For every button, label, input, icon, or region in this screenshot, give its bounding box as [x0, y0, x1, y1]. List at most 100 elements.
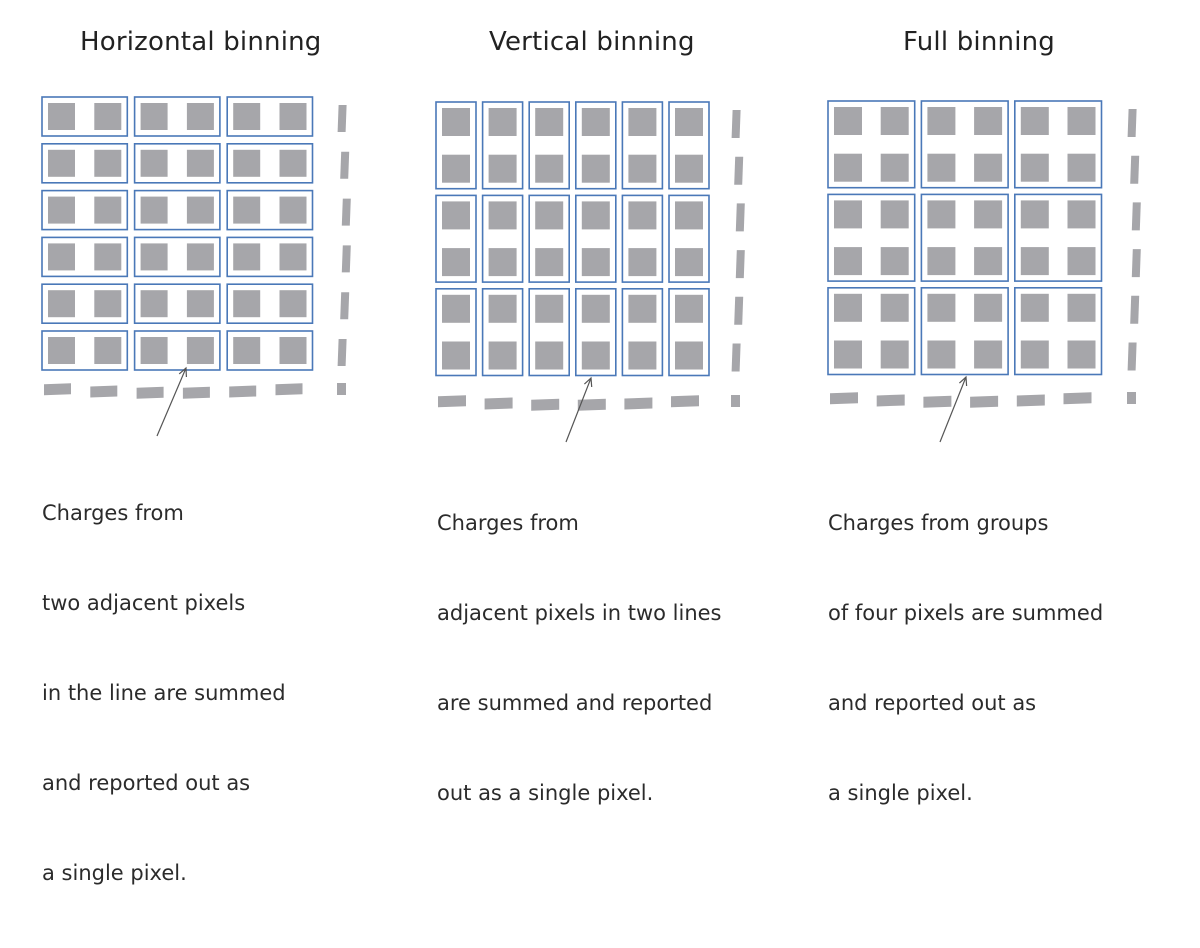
pixel [279, 149, 307, 177]
grid-edge-dash [182, 386, 210, 399]
grid-edge-dash [923, 395, 952, 408]
pixel [535, 294, 564, 323]
bin-outline [133, 330, 221, 371]
bin-outline [435, 101, 477, 190]
grid-edge-dash [90, 385, 118, 398]
pointer-line [939, 376, 967, 443]
pixel [186, 103, 214, 130]
pixel [581, 341, 610, 370]
grid-edge-dash [731, 395, 740, 407]
grid-edge-dash [1127, 109, 1137, 137]
pixel [581, 201, 610, 230]
grid-edge-dash [624, 397, 653, 410]
pixel [1020, 107, 1049, 135]
bin-outline [574, 101, 617, 190]
bin-outline [668, 101, 710, 190]
bin-outline [481, 101, 524, 190]
pixel [140, 149, 168, 177]
bin-outline [133, 189, 221, 231]
pixel [279, 243, 307, 271]
pixel [488, 248, 517, 277]
caption-line: out as a single pixel. [437, 781, 654, 805]
pixel [927, 200, 956, 229]
caption-line: adjacent pixels in two lines [437, 601, 722, 625]
pixel [48, 337, 75, 364]
pixel [94, 290, 122, 318]
grid-edge-dash [1016, 394, 1045, 407]
pixel [581, 248, 610, 277]
bin-outline [1013, 100, 1103, 189]
pixel [974, 293, 1003, 322]
pixel [233, 290, 261, 318]
bin-outline [41, 236, 129, 278]
pixel [628, 248, 657, 277]
pixel [488, 108, 517, 136]
pixel [94, 337, 122, 364]
grid-edge-dash [731, 343, 741, 372]
grid-edge-dash [531, 398, 560, 411]
bin-outline [1013, 193, 1103, 282]
pixel [834, 247, 862, 276]
bin-outline [435, 287, 477, 377]
pixel [488, 201, 517, 230]
pixel [628, 108, 657, 136]
bin-outline [41, 330, 129, 371]
bin-outline [226, 96, 314, 137]
pixel [974, 247, 1003, 276]
pixel [675, 108, 703, 136]
pixel [140, 243, 168, 271]
grid-edge-dash [484, 397, 513, 410]
pixel [535, 201, 564, 230]
grid-edge-dash [136, 386, 164, 399]
pixel [927, 107, 956, 135]
caption-vertical: Charges from adjacent pixels in two line… [437, 448, 722, 868]
pixel [834, 200, 862, 229]
pixel [186, 290, 214, 318]
pointer-arrowhead [958, 375, 968, 387]
bin-outline [621, 287, 664, 377]
pixel [1020, 340, 1049, 369]
pixel [581, 154, 610, 183]
pixel [927, 293, 956, 322]
pixel [628, 154, 657, 183]
pixel [442, 201, 470, 230]
grid-edge-dash [340, 292, 350, 320]
bin-outline [226, 330, 314, 371]
pixel [94, 103, 122, 130]
grid-edge-dash [970, 395, 999, 408]
pixel [233, 243, 261, 271]
pixel [834, 293, 862, 322]
grid-edge-dash [337, 383, 346, 395]
pixel [1067, 153, 1096, 182]
pixel [186, 196, 214, 224]
grid-edge-dash [229, 385, 257, 398]
pixel [880, 293, 909, 322]
pixel [1020, 247, 1049, 276]
bin-outline [41, 283, 129, 325]
bin-outline [574, 194, 617, 283]
pixel [94, 243, 122, 271]
caption-line: and reported out as [42, 771, 251, 795]
pixel-grids [41, 96, 1141, 443]
pixel-grid-full [827, 100, 1141, 443]
caption-line: a single pixel. [42, 861, 187, 885]
caption-horizontal: Charges from two adjacent pixels in the … [42, 438, 286, 948]
caption-line: and reported out as [828, 691, 1037, 715]
pixel [1067, 293, 1096, 322]
grid-edge-dash [44, 383, 71, 396]
pixel [880, 153, 909, 182]
grid-edge-dash [671, 395, 699, 408]
pixel-grid-horizontal [41, 96, 351, 437]
bin-outline [668, 287, 710, 377]
pixel [974, 340, 1003, 369]
grid-edge-dash [734, 296, 744, 325]
pointer-arrowhead [178, 366, 187, 378]
caption-line: Charges from [42, 501, 184, 525]
bin-outline [920, 286, 1009, 376]
caption-line: a single pixel. [828, 781, 973, 805]
pixel [628, 341, 657, 370]
pixel [927, 340, 956, 369]
pixel [974, 153, 1003, 182]
bin-outline [41, 96, 129, 137]
bin-outline [481, 194, 524, 283]
